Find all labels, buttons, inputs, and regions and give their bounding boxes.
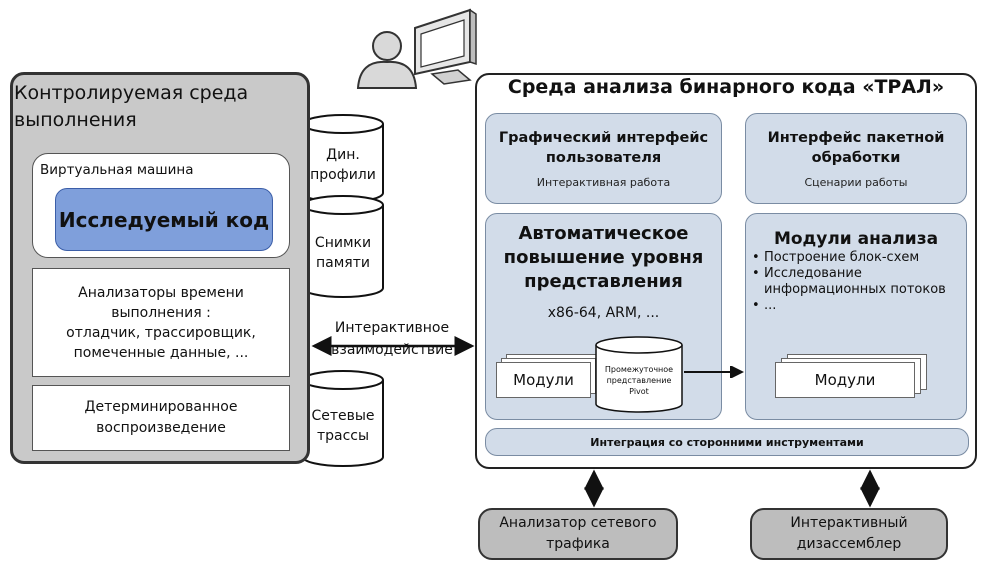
title-line: выполнения [14,109,137,131]
deterministic-replay-box: Детерминированное воспроизведение [32,385,290,451]
modules-label: Модули [513,371,574,389]
traces-label: Сетевые трассы [303,398,383,454]
disassembler-box: Интерактивный дизассемблер [750,508,948,560]
architectures-label: x86-64, ARM, ... [547,305,660,321]
analysis-modules-label: Модули [814,371,876,389]
gui-title-line: пользователя [545,150,662,166]
batch-title-line: обработки [811,150,901,166]
traces-line: трассы [316,428,370,444]
dis-tool-line: Интерактивный [790,515,908,531]
analysis-stack-front: Модули [775,362,915,398]
ir-cylinder [595,336,683,413]
interaction-line: Интерактивное [334,320,450,336]
batch-interface-box: Интерфейс пакетной обработки Сценарии ра… [745,113,967,204]
profiles-line: Дин. [326,147,360,163]
controlled-environment-title: Контролируемая среда выполнения [14,80,304,134]
gui-title-line: Графический интерфейс [498,130,709,146]
analyzers-line: Анализаторы времени [78,284,244,301]
snapshots-cylinder [302,195,384,298]
tral-environment-title: Среда анализа бинарного кода «ТРАЛ» [507,76,945,98]
list-item: ... [752,298,964,314]
profiles-line: профили [310,167,376,183]
analysis-modules-list: Построение блок-схем Исследование информ… [752,250,964,314]
monitor-icon [414,8,477,85]
ir-line: Промежуточное [604,364,674,374]
net-tool-line: Анализатор сетевого [499,515,657,531]
traces-line: Сетевые [311,408,375,424]
batch-title-line: Интерфейс пакетной [767,130,945,146]
virtual-machine-label: Виртуальная машина [40,162,194,178]
profiles-label: Дин. профили [303,140,383,190]
dis-tool-line: дизассемблер [796,536,902,552]
ir-to-analysis-arrow [684,366,744,378]
analyzers-line: выполнения : [111,304,211,321]
auto-title-line: представления [524,271,683,292]
user-icon [356,31,418,89]
title-line: Контролируемая среда [14,82,249,104]
auto-lifting-title: Автоматическое повышение уровня представ… [485,222,722,294]
replay-line: воспроизведение [96,420,226,436]
ir-label: Промежуточное представление Pivot [596,358,682,402]
batch-note: Сценарии работы [804,176,908,189]
integration-box: Интеграция со сторонними инструментами [485,428,969,456]
ir-line: Pivot [629,386,649,396]
gui-interface-box: Графический интерфейс пользователя Интер… [485,113,722,204]
replay-line: Детерминированное [84,399,238,415]
gui-note: Интерактивная работа [536,176,671,189]
analysis-modules-title: Модули анализа [773,229,939,249]
modules-stack-front: Модули [496,362,591,398]
runtime-analyzers-box: Анализаторы времени выполнения : отладчи… [32,268,290,377]
net-tool-line: трафика [546,536,610,552]
analyzers-line: отладчик, трассировщик, [66,324,256,341]
auto-title-line: Автоматическое [518,223,689,244]
interaction-line: взаимодействие [331,342,453,358]
list-item: Исследование информационных потоков [752,266,964,298]
ir-line: представление [606,375,672,385]
snapshots-line: памяти [316,255,370,271]
snapshots-line: Снимки [314,235,372,251]
auto-title-line: повышение уровня [503,247,704,268]
analyzers-line: помеченные данные, ... [73,344,249,361]
snapshots-label: Снимки памяти [303,225,383,281]
integration-label: Интеграция со сторонними инструментами [590,435,864,449]
network-analyzer-box: Анализатор сетевого трафика [478,508,678,560]
analyzed-code-label: Исследуемый код [58,207,270,232]
list-item: Построение блок-схем [752,250,964,266]
analyzed-code-box: Исследуемый код [55,188,273,251]
interaction-label: Интерактивное взаимодействие [312,317,472,361]
